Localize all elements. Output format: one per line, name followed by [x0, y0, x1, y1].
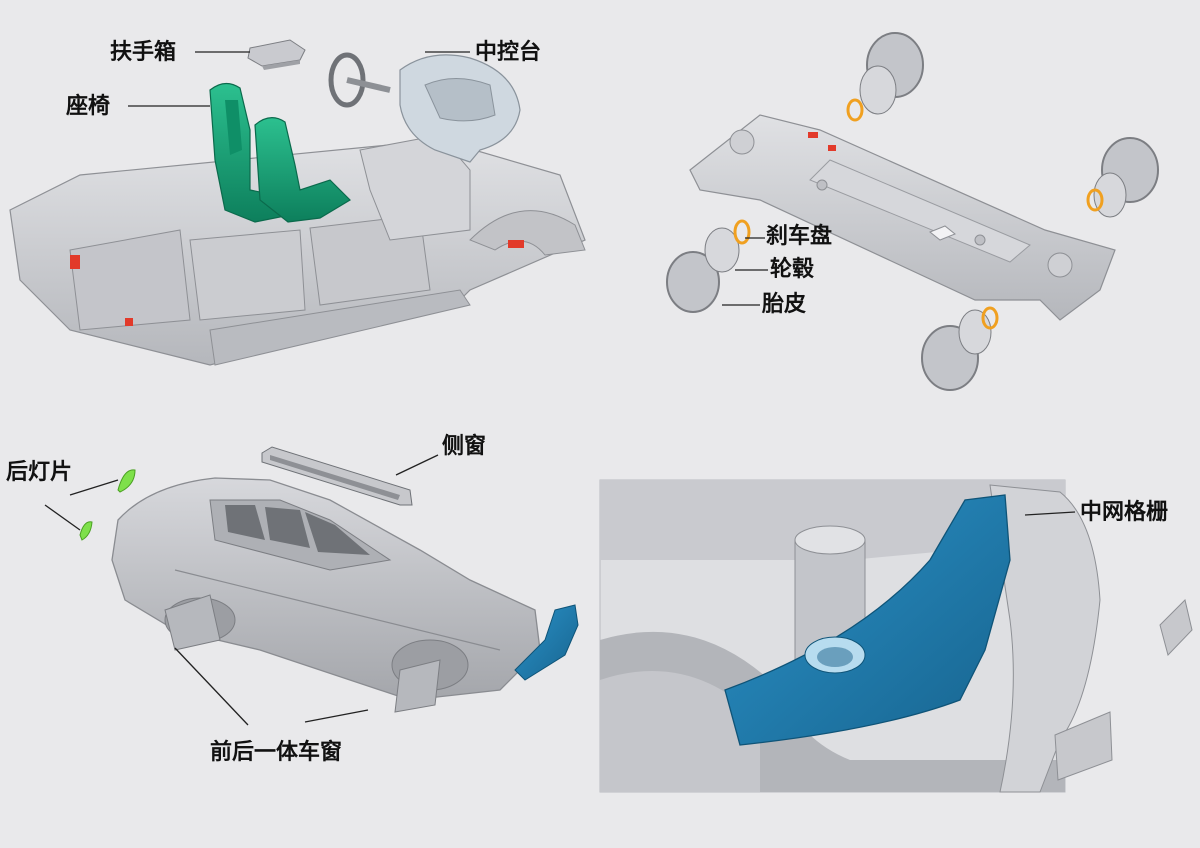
interior-panel — [9, 39, 586, 366]
label-center-console: 中控台 — [475, 40, 542, 65]
steering-wheel-part — [328, 52, 391, 108]
center-console-part — [399, 54, 521, 163]
car-body — [111, 477, 541, 701]
label-tail-light: 后灯片 — [6, 460, 73, 485]
label-side-window: 侧窗 — [442, 434, 487, 459]
wheel-front-left — [666, 219, 751, 313]
leader-center-grille — [1024, 511, 1076, 516]
label-tire: 胎皮 — [762, 292, 807, 317]
tail-light-part — [79, 469, 136, 541]
front-rear-window-part — [164, 594, 441, 713]
label-wheel-hub: 轮毂 — [770, 257, 815, 282]
leader-tail-light-2 — [44, 504, 81, 531]
label-seat: 座椅 — [66, 94, 111, 119]
label-center-grille: 中网格栅 — [1080, 500, 1169, 525]
grille-closeup-panel — [599, 479, 1101, 793]
loose-part-1 — [1159, 599, 1193, 656]
center-grille-part — [724, 494, 1011, 746]
label-brake-disc: 刹车盘 — [766, 224, 833, 249]
body-panel — [44, 446, 579, 726]
label-armrest-box: 扶手箱 — [110, 40, 177, 65]
wheel-rear-right — [1086, 137, 1159, 218]
wheel-front-right — [846, 32, 924, 122]
chassis-panel — [666, 32, 1159, 391]
leader-side-window — [395, 454, 439, 476]
wheel-rear-left — [921, 306, 999, 391]
leader-tail-light — [69, 479, 119, 496]
leader-window-right — [304, 709, 369, 723]
seat-part — [209, 82, 351, 223]
label-front-rear-window: 前后一体车窗 — [210, 740, 343, 765]
loose-part-2 — [1054, 711, 1113, 781]
leader-window-left — [174, 647, 249, 726]
armrest-box-part — [247, 39, 306, 70]
front-grille-part — [514, 604, 579, 681]
